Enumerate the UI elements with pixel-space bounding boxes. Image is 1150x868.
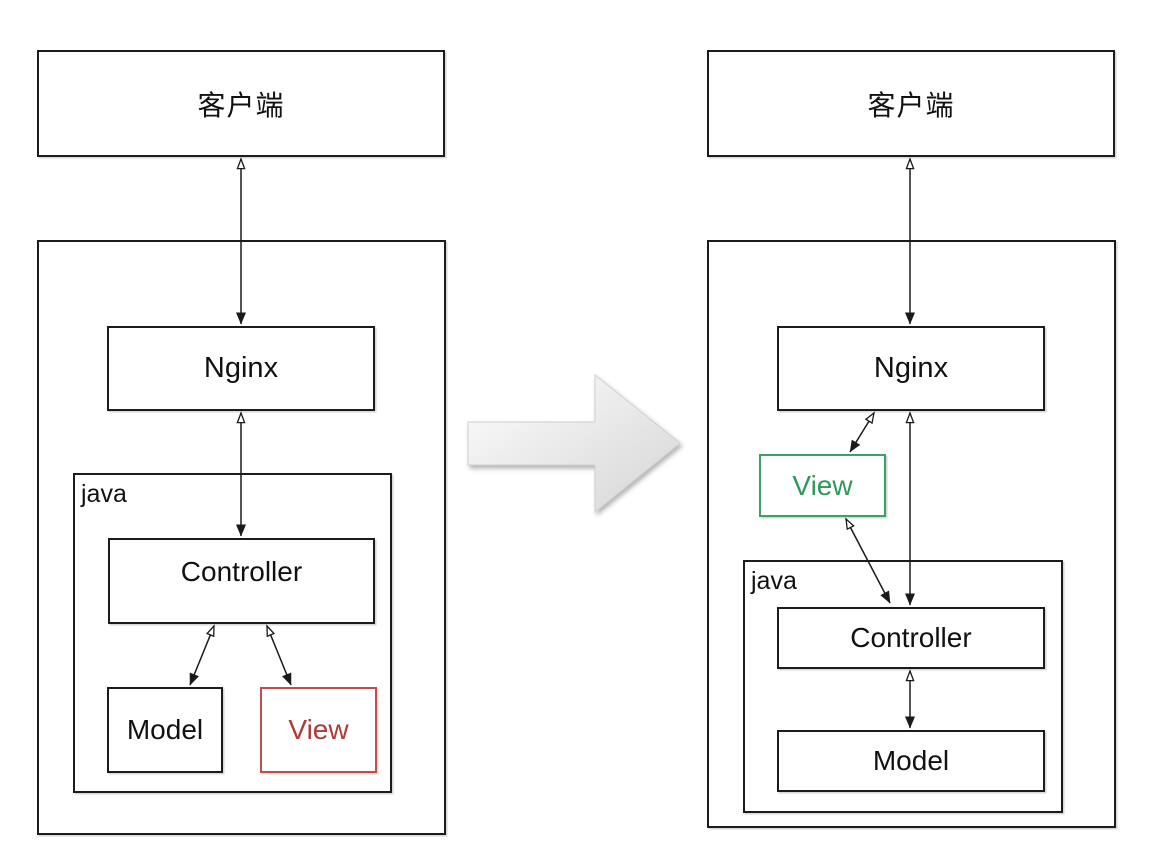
- controller-label: Controller: [180, 556, 303, 587]
- model-box-before: Model: [107, 687, 223, 773]
- client-box-after: 客户端: [707, 50, 1115, 157]
- model-label: Model: [872, 745, 950, 776]
- java-group-label: java: [751, 567, 797, 595]
- view-box-after: View: [759, 454, 886, 517]
- view-box-before: View: [260, 687, 377, 773]
- java-group-label: java: [81, 480, 127, 508]
- controller-label: Controller: [850, 622, 972, 653]
- client-label: 客户端: [197, 89, 285, 121]
- view-label: View: [792, 469, 853, 501]
- nginx-box-before: Nginx: [107, 326, 375, 411]
- view-label: View: [288, 714, 349, 745]
- nginx-box-after: Nginx: [777, 326, 1045, 411]
- big-right-arrow-icon: [467, 373, 681, 514]
- nginx-label: Nginx: [873, 352, 949, 384]
- model-box-after: Model: [777, 730, 1045, 792]
- controller-box-after: Controller: [777, 607, 1045, 669]
- client-label: 客户端: [867, 89, 955, 121]
- nginx-label: Nginx: [203, 352, 279, 384]
- model-label: Model: [126, 714, 204, 745]
- client-box-before: 客户端: [37, 50, 445, 157]
- controller-box-before: Controller: [108, 538, 375, 624]
